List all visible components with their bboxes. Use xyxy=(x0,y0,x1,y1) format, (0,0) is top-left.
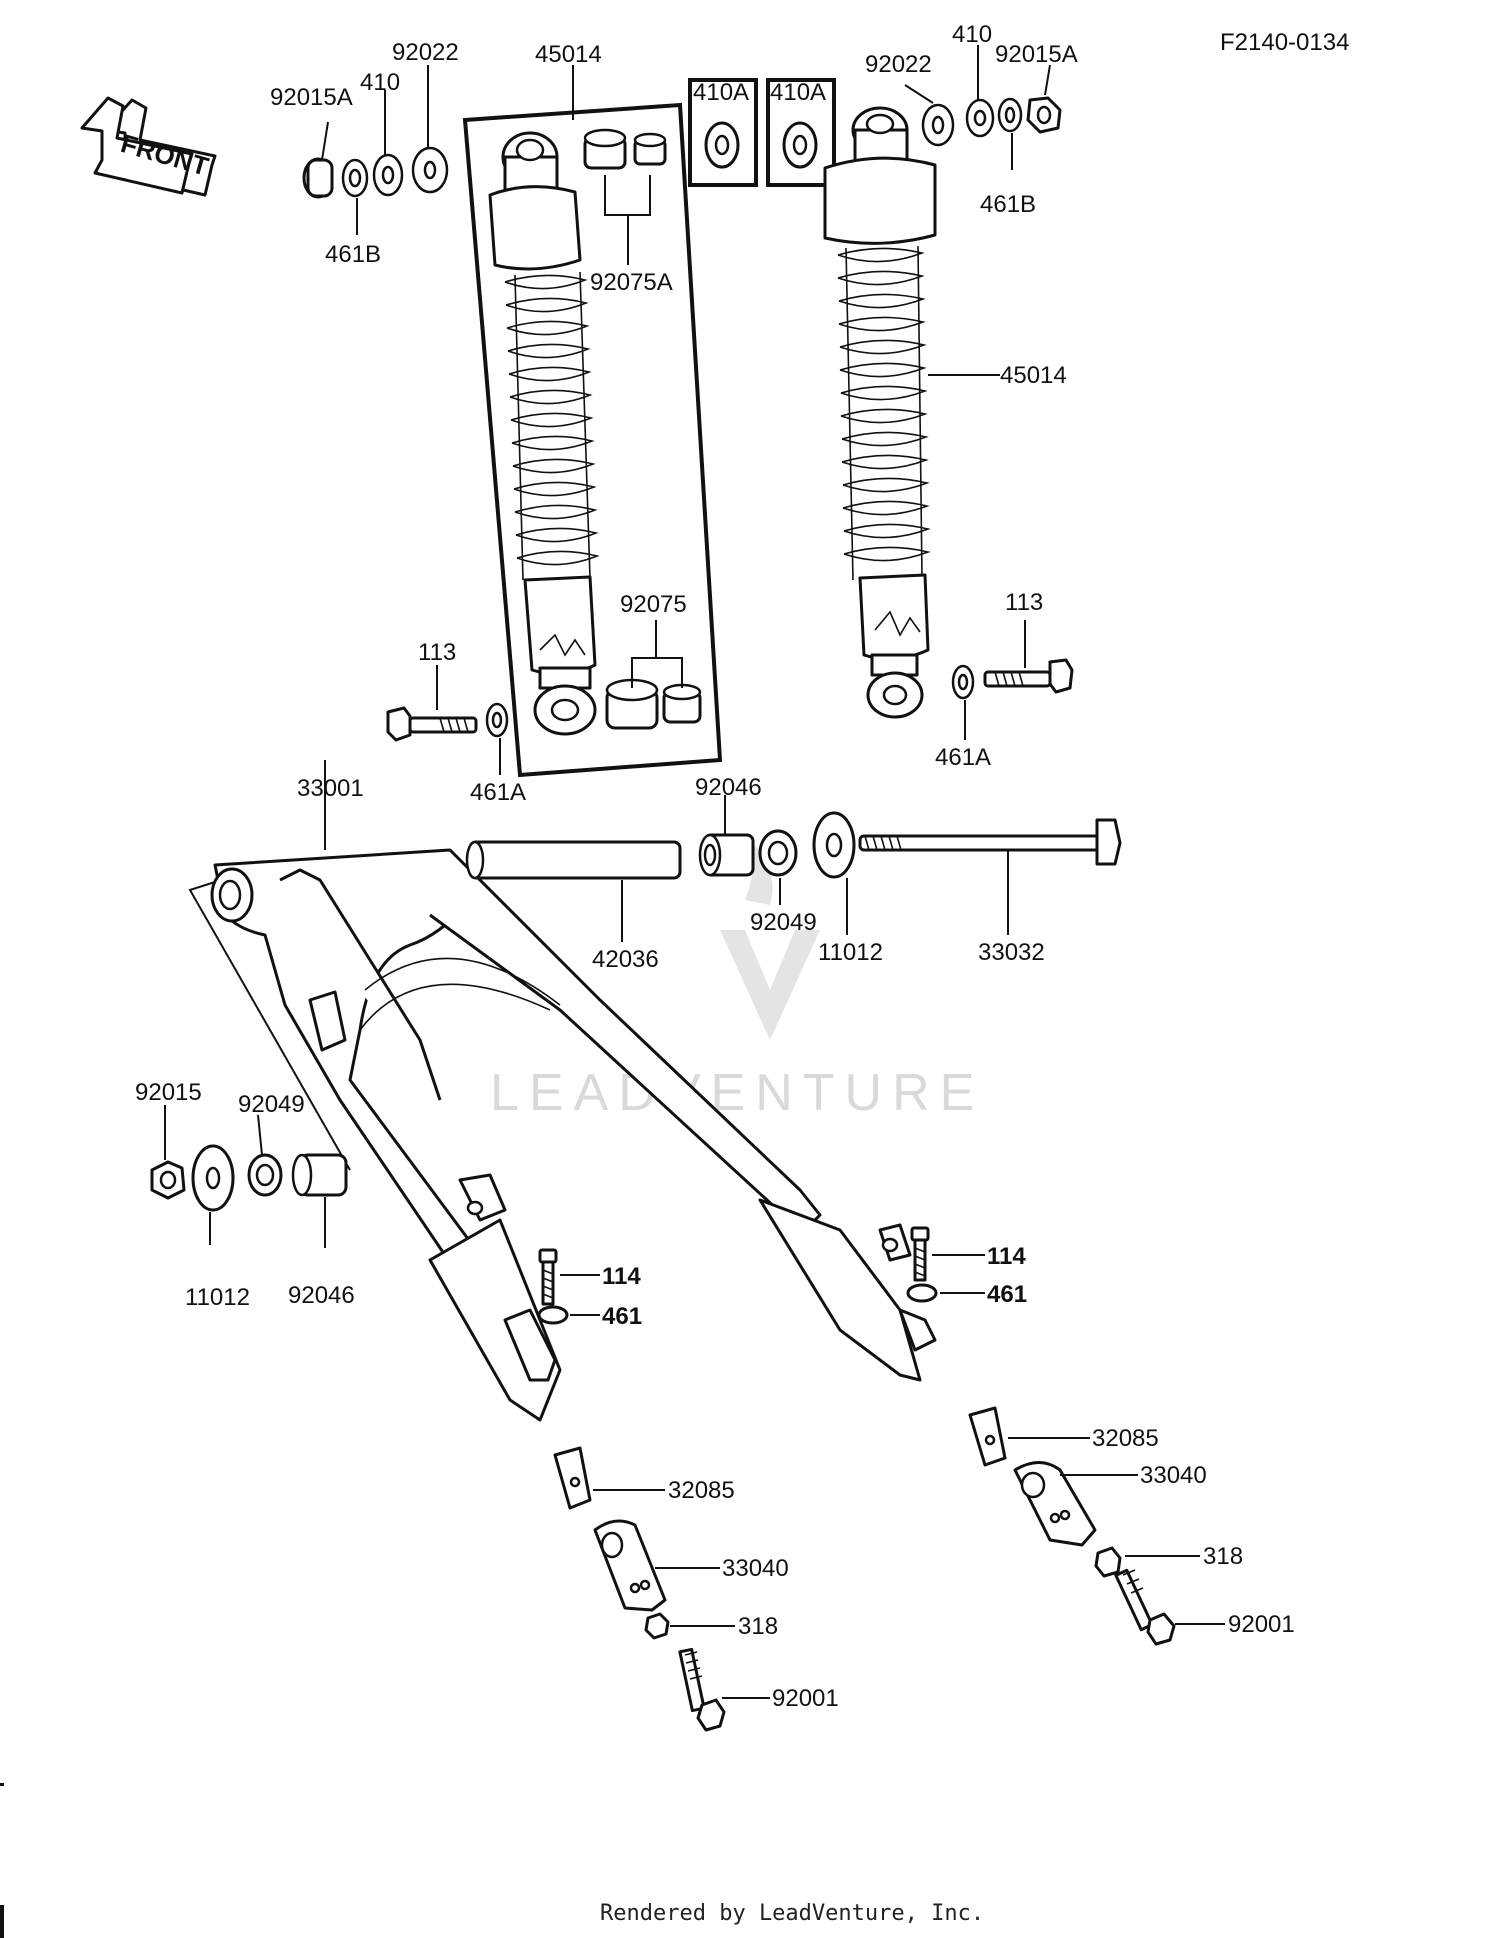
label-114-right: 114 xyxy=(987,1243,1026,1270)
right-top-hardware xyxy=(921,96,1062,147)
label-11012-left: 11012 xyxy=(185,1284,250,1311)
right-shock-absorber xyxy=(823,106,937,719)
label-410A-1: 410A xyxy=(693,79,749,106)
label-92046-left: 92046 xyxy=(288,1282,355,1309)
label-461B-left: 461B xyxy=(325,241,381,268)
label-318-left: 318 xyxy=(738,1613,778,1640)
spacer-11012-top xyxy=(812,811,856,879)
label-92015A-right: 92015A xyxy=(995,41,1078,68)
label-92022-left: 92022 xyxy=(392,39,459,66)
left-top-hardware xyxy=(302,146,449,199)
bolt-114-left xyxy=(538,1248,558,1306)
label-92075A: 92075A xyxy=(590,269,673,296)
seal-92049-top xyxy=(758,829,798,877)
label-318-right: 318 xyxy=(1203,1543,1243,1570)
label-410-left: 410 xyxy=(360,69,400,96)
label-92015: 92015 xyxy=(135,1079,202,1106)
footer-text: Rendered by LeadVenture, Inc. xyxy=(600,1901,984,1926)
adjuster-right xyxy=(968,1406,1176,1646)
label-32085-right: 32085 xyxy=(1092,1425,1159,1452)
label-45014-top: 45014 xyxy=(535,41,602,68)
label-461A-right: 461A xyxy=(935,744,991,771)
washer-461-left xyxy=(537,1305,569,1325)
part-labels: 92015A 410 92022 461B 45014 92075A 410A … xyxy=(135,21,1295,1712)
front-arrow-icon: FRONT xyxy=(80,96,217,197)
label-11012-top: 11012 xyxy=(818,939,883,966)
label-33040-left: 33040 xyxy=(722,1555,789,1582)
label-92046-top: 92046 xyxy=(695,774,762,801)
swingarm-33001 xyxy=(210,848,937,1422)
svg-text:LEADVENTURE: LEADVENTURE xyxy=(490,1064,984,1122)
label-92001-right: 92001 xyxy=(1228,1611,1295,1638)
label-42036: 42036 xyxy=(592,946,659,973)
label-461B-right: 461B xyxy=(980,191,1036,218)
label-92001-left: 92001 xyxy=(772,1685,839,1712)
washer-410A-1 xyxy=(688,78,758,187)
diagram-code: F2140-0134 xyxy=(1220,29,1349,56)
bolt-113-right xyxy=(983,658,1074,694)
label-92022-right: 92022 xyxy=(865,51,932,78)
label-33040-right: 33040 xyxy=(1140,1462,1207,1489)
label-92015A-left: 92015A xyxy=(270,84,353,111)
left-shock-absorber xyxy=(462,102,723,778)
washer-461A-right xyxy=(951,664,975,700)
label-461-left: 461 xyxy=(602,1303,642,1330)
leadventure-watermark: LEADVENTURE xyxy=(490,840,984,1122)
label-32085-left: 32085 xyxy=(668,1477,735,1504)
sleeve-42036 xyxy=(465,840,682,880)
label-461A-left: 461A xyxy=(470,779,526,806)
washer-461-right xyxy=(906,1283,938,1303)
bolt-114-right xyxy=(910,1226,930,1282)
pivot-shaft-33032 xyxy=(858,818,1122,866)
label-114-left: 114 xyxy=(602,1263,641,1290)
bearing-92046-top xyxy=(698,833,755,877)
collar-92075A xyxy=(583,128,667,170)
label-461-right: 461 xyxy=(987,1281,1027,1308)
washer-410A-2 xyxy=(766,78,836,187)
label-92049-left: 92049 xyxy=(238,1091,305,1118)
label-410-right: 410 xyxy=(952,21,992,48)
left-pivot-hardware xyxy=(150,1144,348,1212)
label-113-right: 113 xyxy=(1005,589,1043,616)
washer-461A-left xyxy=(485,702,509,738)
collar-92075 xyxy=(605,678,702,730)
bolt-113-left xyxy=(386,706,478,742)
label-33032: 33032 xyxy=(978,939,1045,966)
label-45014-right: 45014 xyxy=(1000,362,1067,389)
adjuster-left xyxy=(553,1446,726,1732)
label-92075: 92075 xyxy=(620,591,687,618)
label-33001: 33001 xyxy=(297,775,364,802)
label-92049-top: 92049 xyxy=(750,909,817,936)
label-410A-2: 410A xyxy=(770,79,826,106)
label-113-left: 113 xyxy=(418,639,456,666)
